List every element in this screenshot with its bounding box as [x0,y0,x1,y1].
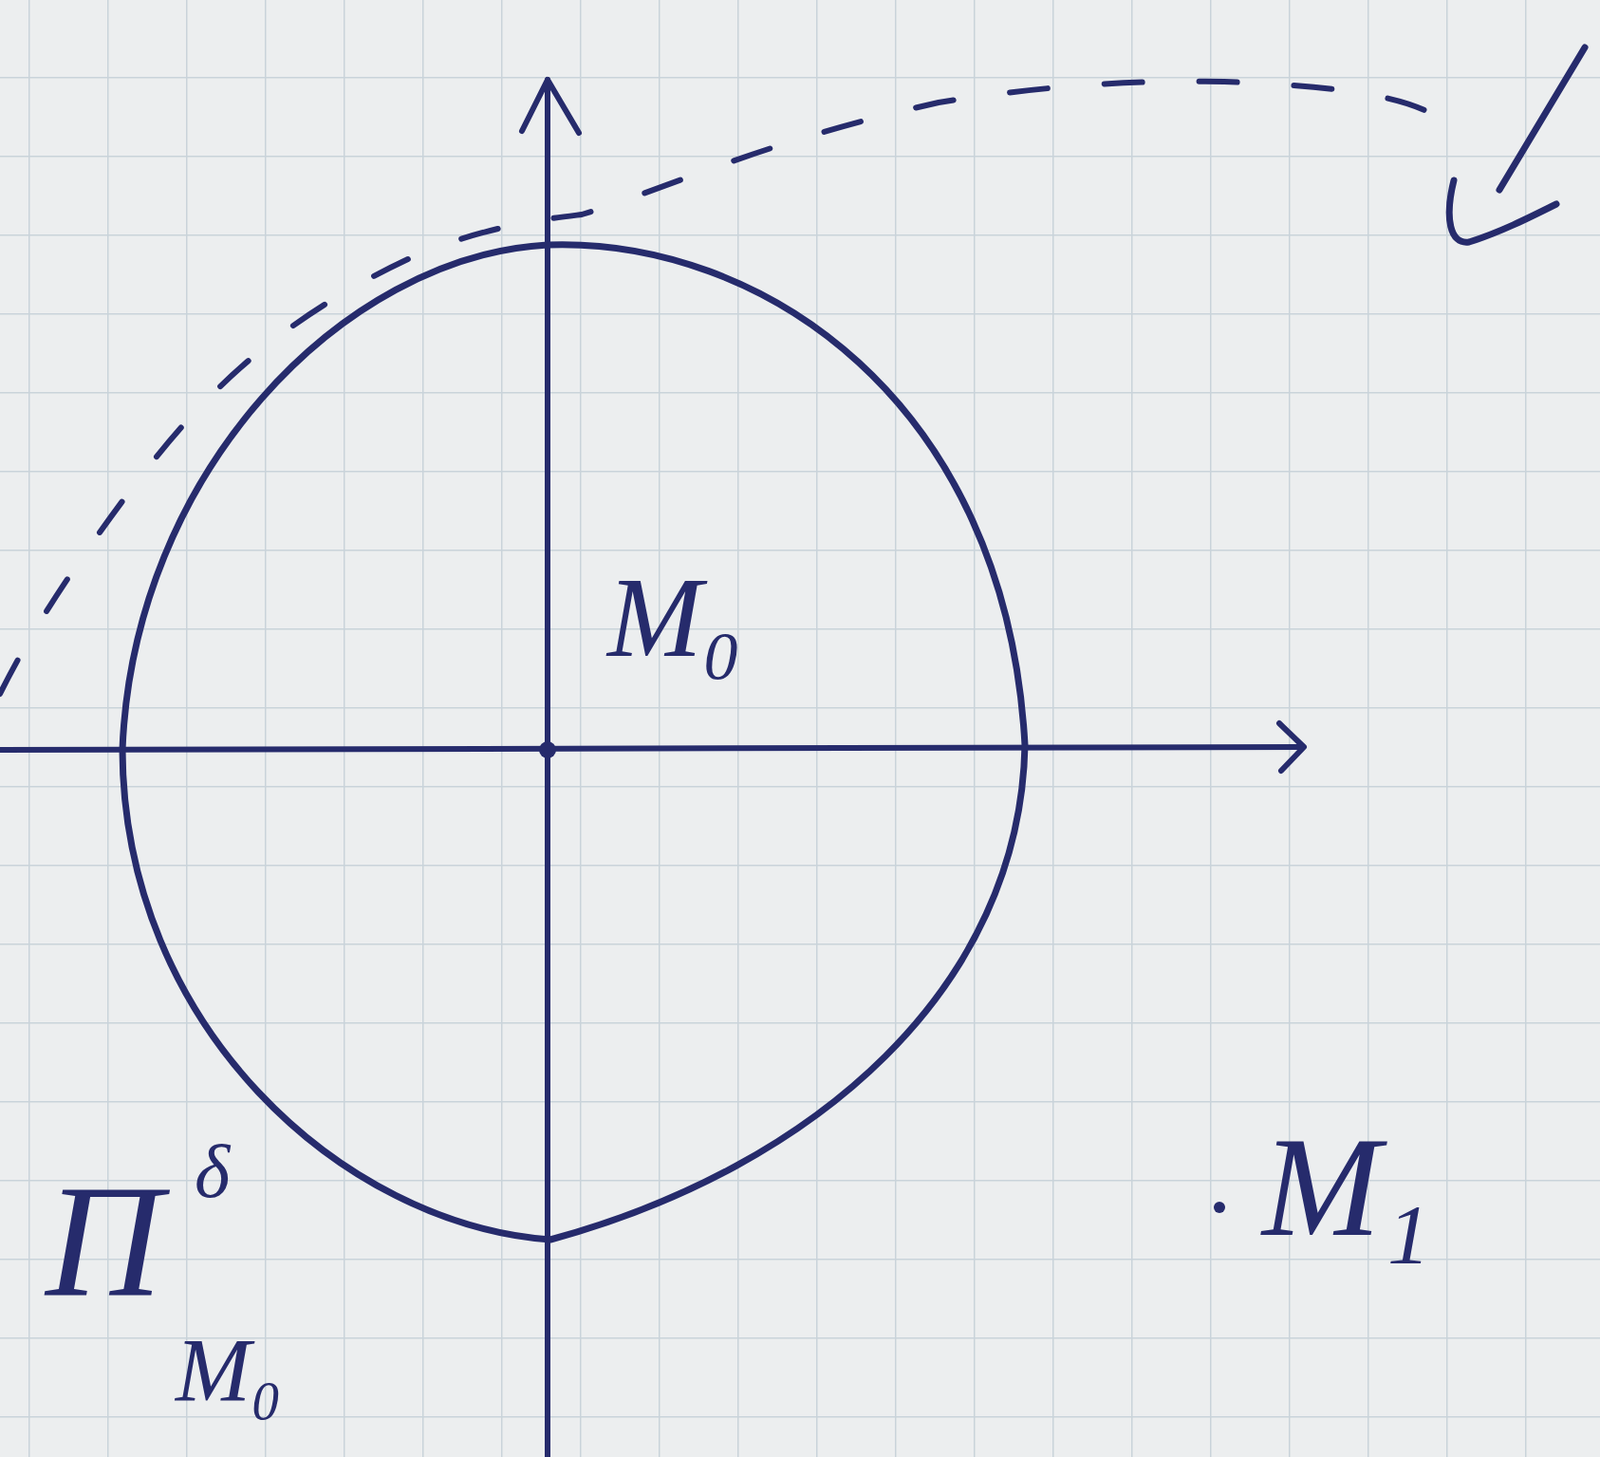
subscript: M₀ [175,1320,282,1421]
point-m1 [1213,1201,1226,1213]
origin-point [539,741,557,759]
partial-symbol [1499,47,1585,190]
superscript: δ [194,1129,230,1213]
point-label: M₁ [1262,1108,1431,1266]
y-arrowhead [521,79,579,133]
dashed-curve [0,81,1429,694]
neighbourhood-symbol: Π [45,1153,163,1331]
x-arrowhead [1279,723,1304,771]
point-label: M₀ [607,555,743,681]
x-axis [0,746,1303,750]
y-axis [544,79,551,1457]
neighbourhood-circle [122,244,1025,1240]
